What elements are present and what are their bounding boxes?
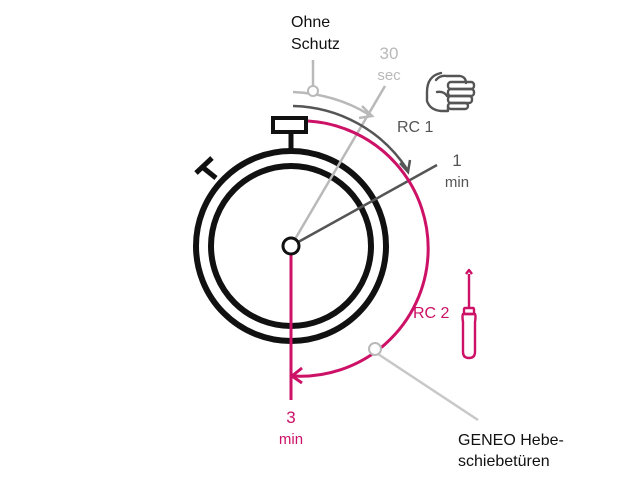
arrow-30sec <box>358 105 375 120</box>
label-rc1: RC 1 <box>397 119 434 136</box>
arc-ohne-schutz-to-30sec <box>292 90 369 116</box>
label-1-unit: min <box>445 174 469 191</box>
arrow-rc2 <box>289 366 303 385</box>
ohne-schutz-marker <box>307 85 319 97</box>
label-geneo-line2: schiebetüren <box>458 453 550 470</box>
label-geneo-line1: GENEO Hebe- <box>458 432 564 449</box>
label-30-value: 30 <box>380 44 399 63</box>
label-30-unit: sec <box>377 67 401 84</box>
arrow-rc1 <box>399 159 412 175</box>
label-1-value: 1 <box>452 151 461 170</box>
hand-1-min <box>290 163 438 248</box>
label-ohne-schutz-line1: Ohne <box>291 14 330 31</box>
stopwatch-side-button-tip <box>194 156 214 175</box>
label-3-value: 3 <box>286 408 295 427</box>
screwdriver-icon <box>461 268 477 360</box>
label-3-unit: min <box>279 431 303 448</box>
arc-rc1 <box>292 104 409 170</box>
fist-icon <box>425 71 476 113</box>
center-pivot <box>281 236 301 256</box>
label-rc2: RC 2 <box>413 305 450 322</box>
arc-rc2 <box>292 119 430 378</box>
stopwatch-crown-button <box>271 116 308 134</box>
geneo-leader <box>377 352 479 422</box>
geneo-marker <box>368 342 382 356</box>
label-ohne-schutz-line2: Schutz <box>291 36 340 53</box>
